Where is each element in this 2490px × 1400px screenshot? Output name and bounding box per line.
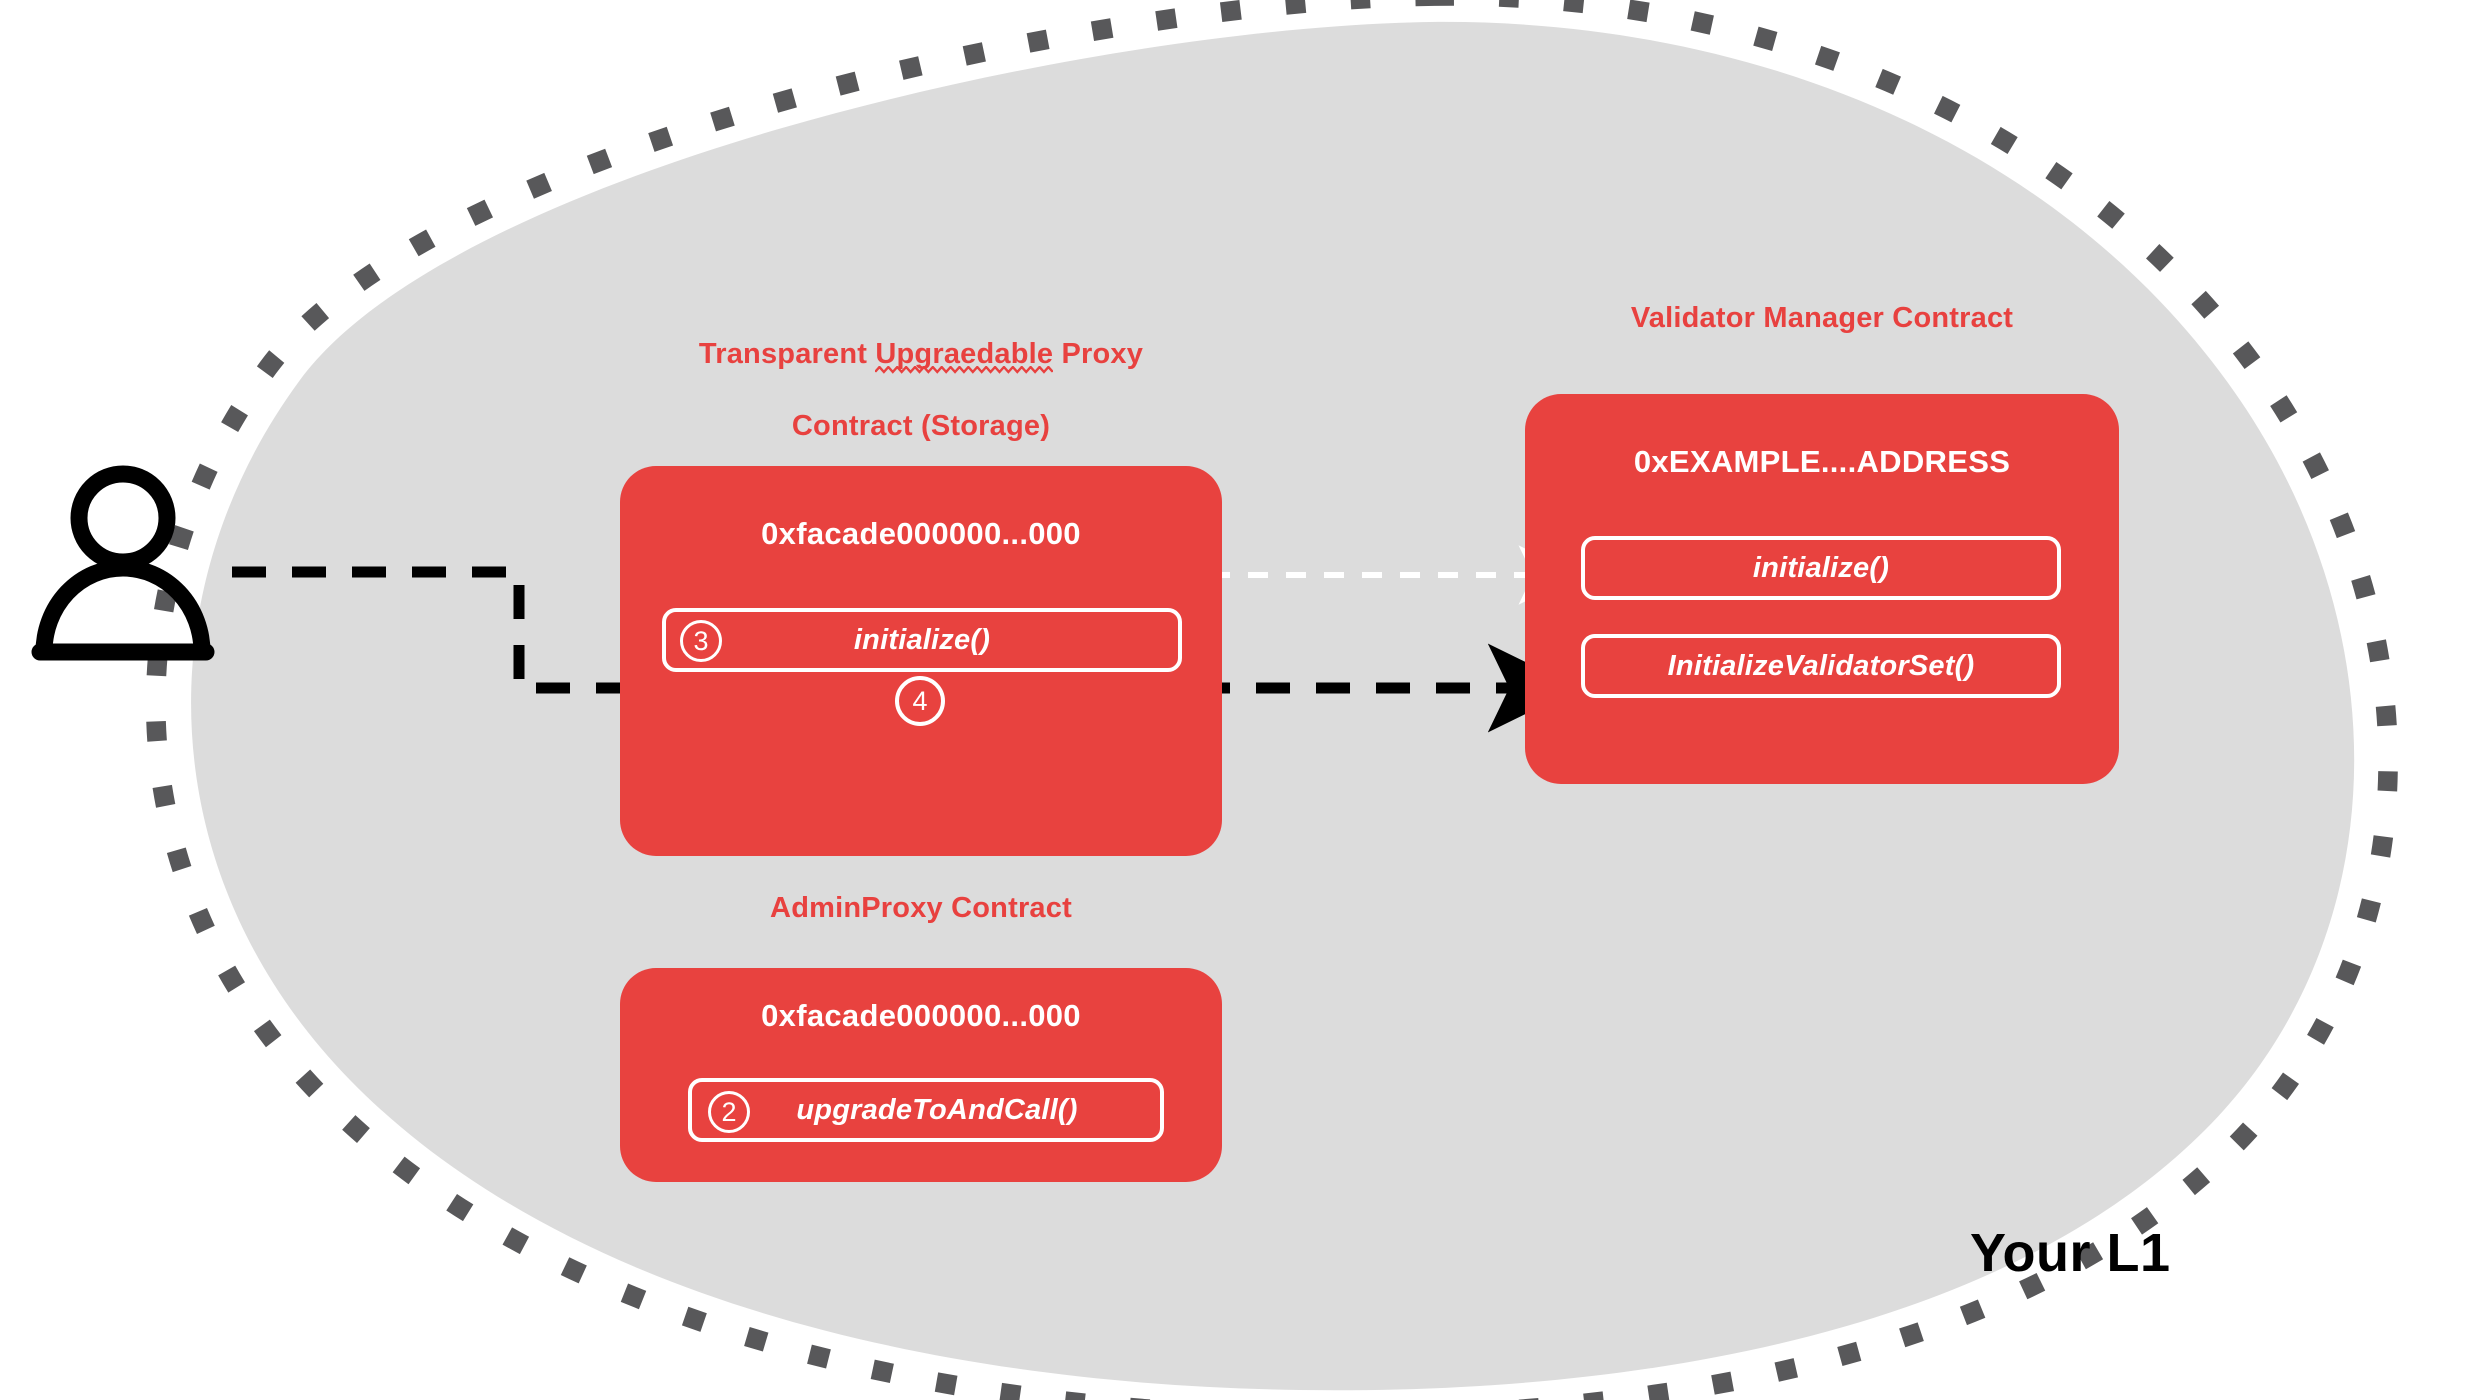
- contract-address-transparent-proxy: 0xfacade000000...000: [761, 516, 1081, 551]
- function-pill-upgrade-to-and-call[interactable]: 2 upgradeToAndCall(): [688, 1078, 1164, 1142]
- contract-card-admin-proxy[interactable]: 0xfacade000000...000 2 upgradeToAndCall(…: [620, 968, 1222, 1182]
- contract-card-transparent-proxy[interactable]: 0xfacade000000...000 3 initialize() 4: [620, 466, 1222, 856]
- contract-title-part-b: Proxy: [1053, 338, 1144, 370]
- contract-title-validator-manager: Validator Manager Contract: [1630, 302, 2014, 334]
- function-pill-initialize-validator-set[interactable]: InitializeValidatorSet(): [1581, 634, 2061, 698]
- step-badge-2: 2: [708, 1091, 750, 1133]
- contract-transparent-proxy: Transparent Upgraedable Proxy Contract (…: [620, 300, 1222, 856]
- function-label-upgrade-to-and-call: upgradeToAndCall(): [796, 1093, 1078, 1126]
- contract-validator-manager: Validator Manager Contract 0xEXAMPLE....…: [1525, 300, 2119, 784]
- contract-title-part-a: Transparent: [698, 338, 876, 370]
- misspelled-text: Upgraedable: [875, 338, 1054, 370]
- contract-address-admin-proxy: 0xfacade000000...000: [761, 998, 1081, 1033]
- function-label-initialize-validator-set: InitializeValidatorSet(): [1667, 649, 1975, 682]
- user-person-icon: [28, 462, 218, 667]
- contract-card-validator-manager[interactable]: 0xEXAMPLE....ADDRESS initialize() Initia…: [1525, 394, 2119, 784]
- function-pill-initialize[interactable]: 3 initialize(): [662, 608, 1182, 672]
- spellcheck-squiggle-icon: [875, 366, 1054, 374]
- step-badge-4: 4: [895, 676, 945, 726]
- contract-title-line2: Contract (Storage): [791, 410, 1051, 442]
- contract-admin-proxy: AdminProxy Contract 0xfacade000000...000…: [620, 890, 1222, 1182]
- function-label-initialize: initialize(): [853, 623, 991, 656]
- contract-title-misspelled-word: Upgraedable: [875, 336, 1054, 374]
- l1-region-label: Your L1: [1970, 1223, 2171, 1283]
- contract-title-admin-proxy: AdminProxy Contract: [770, 892, 1072, 924]
- function-label-vm-initialize: initialize(): [1752, 551, 1890, 584]
- contract-address-validator-manager: 0xEXAMPLE....ADDRESS: [1633, 444, 2011, 479]
- function-pill-vm-initialize[interactable]: initialize(): [1581, 536, 2061, 600]
- step-badge-3: 3: [680, 620, 722, 662]
- contract-title-transparent-proxy: Transparent Upgraedable Proxy Contract (…: [620, 300, 1222, 444]
